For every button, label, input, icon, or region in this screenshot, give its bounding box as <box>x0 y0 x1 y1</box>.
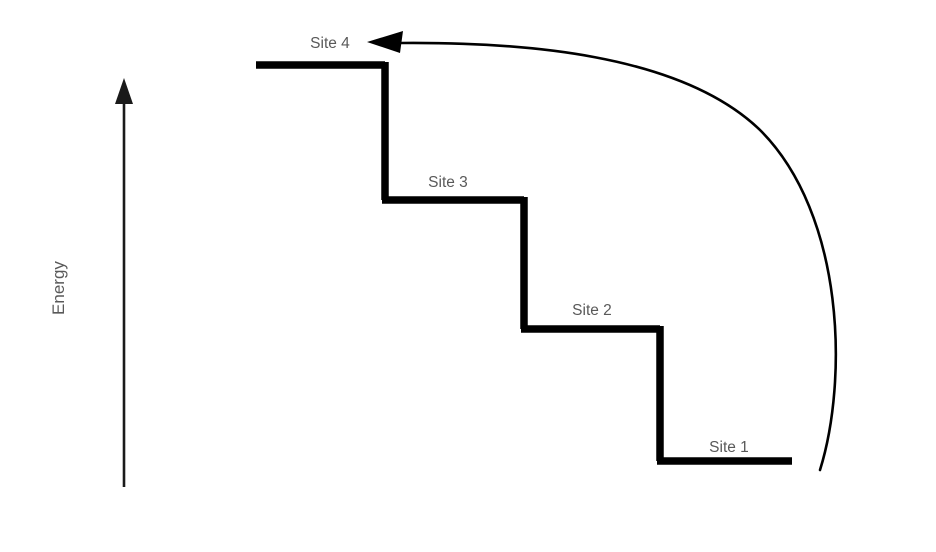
site-label-site-1: Site 1 <box>709 439 749 456</box>
site-label-site-4: Site 4 <box>310 35 350 52</box>
site-label-site-2: Site 2 <box>572 302 612 319</box>
left-arrowhead-icon <box>367 31 403 53</box>
up-arrow-icon <box>115 78 133 104</box>
energy-axis: Energy <box>49 78 133 487</box>
site-label-site-3: Site 3 <box>428 174 468 191</box>
energy-axis-label: Energy <box>49 261 68 315</box>
staircase-path-group <box>256 61 792 465</box>
curved-return-arrow-path <box>398 41 838 472</box>
curved-return-arrow <box>367 31 838 472</box>
